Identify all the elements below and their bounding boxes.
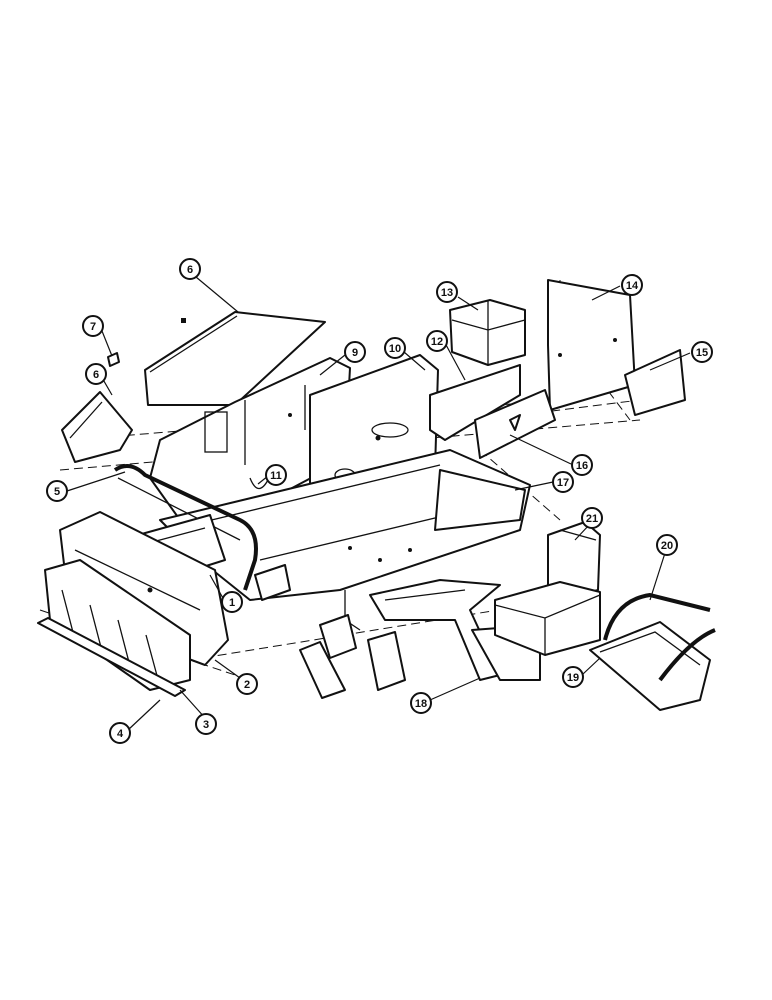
callout-19: 19 <box>562 666 584 688</box>
callout-label: 16 <box>576 460 588 472</box>
callout-1: 1 <box>221 591 243 613</box>
callout-7: 7 <box>82 315 104 337</box>
callout-10: 10 <box>384 337 406 359</box>
callout-6-top: 6 <box>179 258 201 280</box>
callout-5: 5 <box>46 480 68 502</box>
part-17-rear-section <box>434 469 526 531</box>
callout-label: 7 <box>90 321 96 333</box>
callout-11: 11 <box>265 464 287 486</box>
part-11-clip <box>249 477 269 490</box>
part-19-seat-pan <box>589 621 711 711</box>
callout-18: 18 <box>410 692 432 714</box>
part-20-seat-support <box>603 592 716 682</box>
callout-label: 21 <box>586 513 598 525</box>
callout-12: 12 <box>426 330 448 352</box>
callout-label: 6 <box>93 369 99 381</box>
callout-label: 15 <box>696 347 708 359</box>
callout-label: 14 <box>626 280 639 292</box>
callout-label: 20 <box>661 540 673 552</box>
callout-16: 16 <box>571 454 593 476</box>
part-6-side-shield <box>61 391 133 463</box>
callout-label: 2 <box>244 679 250 691</box>
part-15-plate <box>624 349 686 416</box>
column-parts <box>254 564 406 699</box>
part-4-lower-strip <box>37 617 186 697</box>
callout-label: 9 <box>352 347 358 359</box>
callout-label: 13 <box>441 287 453 299</box>
leader-lines <box>66 276 691 731</box>
seat-cushion <box>494 581 601 656</box>
callout-label: 4 <box>117 728 124 740</box>
part-7-small-bracket <box>107 352 120 367</box>
callout-label: 10 <box>389 343 401 355</box>
part-16-side-panel <box>474 389 556 459</box>
callout-13: 13 <box>436 281 458 303</box>
callout-label: 3 <box>203 719 209 731</box>
callout-label: 11 <box>270 470 282 482</box>
callout-6-side: 6 <box>85 363 107 385</box>
callout-label: 19 <box>567 672 579 684</box>
callout-label: 17 <box>557 477 569 489</box>
part-13-cover-box <box>449 299 526 366</box>
callout-14: 14 <box>621 274 643 296</box>
callout-label: 1 <box>229 597 235 609</box>
callout-label: 5 <box>54 486 60 498</box>
part-8-top-cover <box>144 311 326 406</box>
callout-2: 2 <box>236 673 258 695</box>
callout-17: 17 <box>552 471 574 493</box>
callout-label: 18 <box>415 698 427 710</box>
part-14-rear-panel <box>547 279 636 411</box>
callout-15: 15 <box>691 341 713 363</box>
callout-20: 20 <box>656 534 678 556</box>
callout-9: 9 <box>344 341 366 363</box>
callout-4: 4 <box>109 722 131 744</box>
callout-label: 12 <box>431 336 443 348</box>
callout-3: 3 <box>195 713 217 735</box>
callout-label: 6 <box>187 264 193 276</box>
part-5-handle-rail <box>113 464 258 591</box>
callout-21: 21 <box>581 507 603 529</box>
